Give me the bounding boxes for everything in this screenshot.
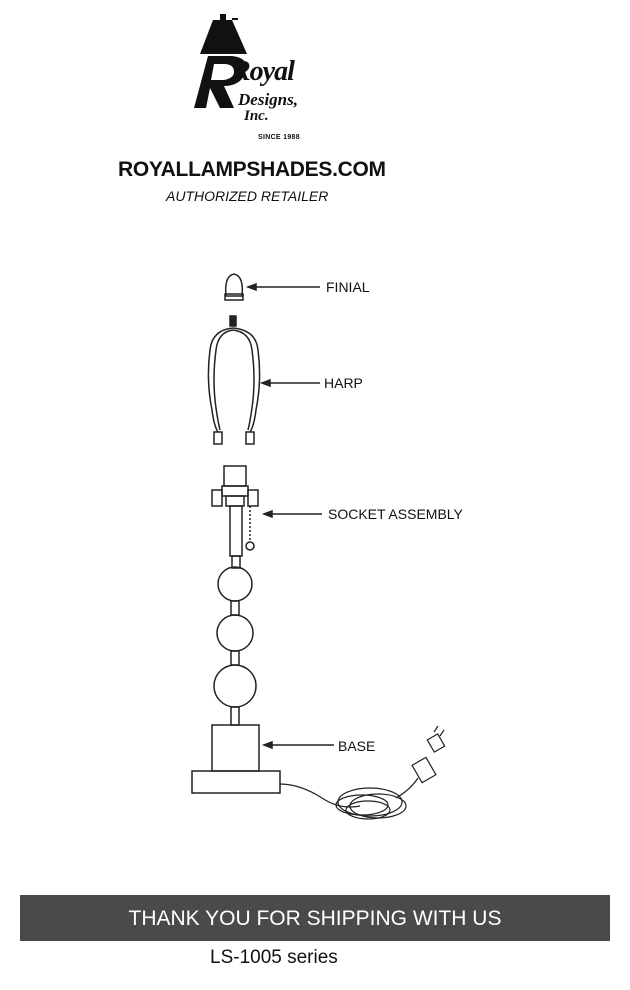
power-cord — [279, 725, 446, 820]
harp-label: HARP — [324, 375, 363, 391]
thank-you-banner: THANK YOU FOR SHIPPING WITH US — [20, 895, 610, 941]
lamp-body — [213, 555, 257, 726]
royal-designs-logo — [194, 14, 247, 108]
finial-label: FINIAL — [326, 279, 370, 295]
socket-part — [211, 465, 259, 557]
since-text: SINCE 1988 — [258, 134, 300, 141]
brand-royal-text: Royal — [232, 56, 295, 87]
authorized-retailer-text: AUTHORIZED RETAILER — [166, 188, 329, 204]
website-text: ROYALLAMPSHADES.COM — [118, 158, 386, 181]
brand-inc-text: Inc. — [244, 108, 269, 124]
brand-designs-text: Designs, — [238, 90, 298, 109]
harp-part — [207, 315, 261, 445]
socket-assembly-label: SOCKET ASSEMBLY — [328, 506, 463, 522]
lamp-parts-diagram — [191, 273, 446, 820]
series-text: LS-1005 series — [210, 947, 338, 968]
finial-part — [224, 273, 244, 301]
base-part — [191, 724, 281, 794]
thank-you-text: THANK YOU FOR SHIPPING WITH US — [128, 907, 502, 930]
base-label: BASE — [338, 738, 376, 754]
